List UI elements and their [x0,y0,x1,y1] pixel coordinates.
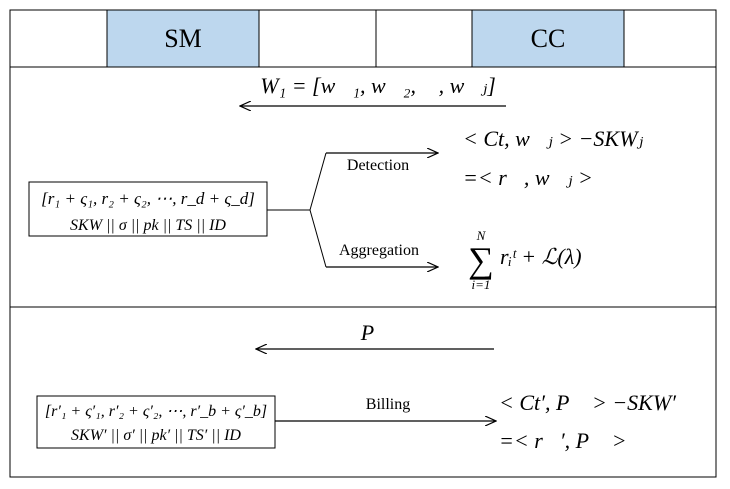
sm-data-box-1-line2: SKW || σ || pk || TS || ID [70,217,226,234]
billing-label: Billing [366,396,410,413]
aggregation-term: rᵢᵗ + ℒ(λ) [500,244,582,269]
sm-data-box-1-line1: [r₁ + ς₁, r₂ + ς₂, ⋯, r_d + ς_d] [41,189,255,208]
outer-frame [9,9,717,478]
sm-data-box-2-line2: SKW′ || σ′ || pk′ || TS′ || ID [71,427,241,444]
sm-data-box-2-line1: [r′₁ + ς′₁, r′₂ + ς′₂, ⋯, r′_b + ς′_b] [45,403,267,420]
branch-down [309,209,327,268]
sum-upper-limit: N [476,228,487,243]
aggregation-label: Aggregation [339,242,419,259]
p-vector-label: P⃗ [360,320,392,345]
sum-symbol: ∑ [468,240,494,280]
detection-label: Detection [347,157,409,174]
sm-data-box-2 [36,395,276,449]
sum-lower-limit: i=1 [472,277,491,292]
cc-label: CC [531,24,566,53]
branch-up [309,152,327,211]
cc-cell [471,9,625,68]
billing-equation-2: =< r⃗′, P⃗ > [499,428,627,453]
billing-equation-1: < Ct′, P⃗ > −SKW′ [499,390,677,415]
w-vector-label: W₁ = [w⃗₁, w⃗₂, ⋯, w⃗ⱼ] [260,73,496,98]
sm-data-box-1 [28,181,268,237]
detection-equation-2: =< r⃗, w⃗ⱼ > [463,165,593,190]
sm-cell [106,9,260,68]
sm-label: SM [164,24,202,53]
detection-equation-1: < Ct, w⃗ⱼ > −SKWⱼ [463,126,643,151]
